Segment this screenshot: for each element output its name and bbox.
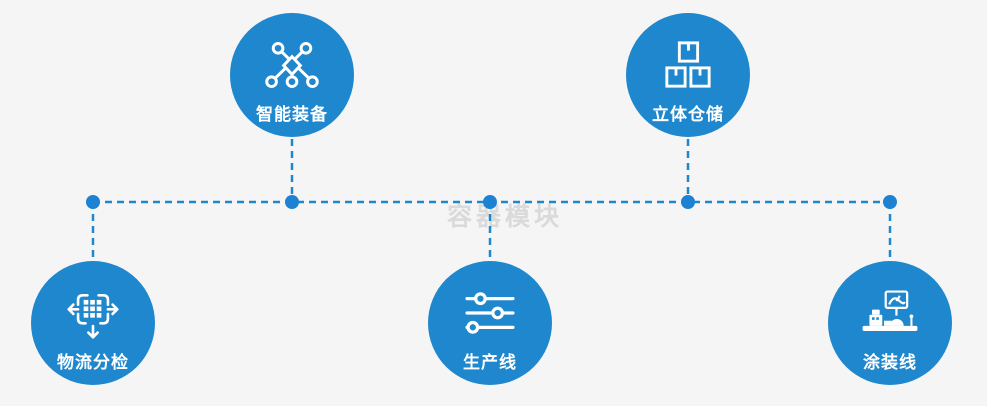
node-smart-equipment: 智能装备 xyxy=(230,13,354,137)
node-label: 智能装备 xyxy=(256,105,328,124)
network-nodes-icon xyxy=(262,37,322,93)
node-label: 物流分检 xyxy=(57,353,129,372)
node-label: 涂装线 xyxy=(863,353,917,372)
sliders-icon xyxy=(463,285,517,341)
watermark-text: 容器模块 xyxy=(446,203,564,231)
node-logistics-sorting: 物流分检 xyxy=(31,261,155,385)
coating-machine-icon xyxy=(859,285,921,341)
node-label: 生产线 xyxy=(463,353,517,372)
node-stereo-warehouse: 立体仓储 xyxy=(626,13,750,137)
node-label: 立体仓储 xyxy=(652,105,724,124)
node-coating-line: 涂装线 xyxy=(828,261,952,385)
sorting-grid-arrows-icon xyxy=(65,285,121,341)
stacked-boxes-icon xyxy=(661,37,715,93)
node-production-line: 生产线 xyxy=(428,261,552,385)
